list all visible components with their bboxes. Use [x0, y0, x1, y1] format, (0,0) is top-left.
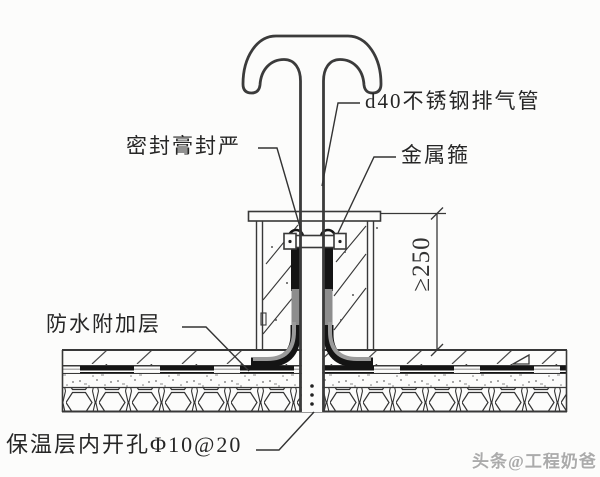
- curb-upstand: [247, 210, 382, 350]
- label-sealant: 密封膏封严: [126, 134, 241, 158]
- label-waterproof-layer: 防水附加层: [46, 312, 161, 336]
- clamp-bolt-right: [338, 239, 342, 244]
- wall-clip-detail: [260, 312, 267, 326]
- label-vent-pipe: d40不锈钢排气管: [365, 89, 541, 113]
- slope-triangle-symbol: [510, 353, 530, 365]
- leader-vent-pipe: [321, 102, 360, 187]
- leader-waterproof-layer: [182, 326, 250, 372]
- curb-coping-plate: [247, 210, 382, 222]
- leader-sealant: [258, 147, 303, 235]
- label-insulation-holes: 保温层内开孔Φ10@20: [6, 432, 243, 457]
- label-metal-hoop: 金属箍: [401, 143, 470, 167]
- leader-metal-hoop: [337, 156, 396, 234]
- vent-holes-dots: [310, 384, 314, 406]
- membrane-wrap: [251, 228, 373, 368]
- watermark-text: 头条@工程奶爸: [472, 452, 597, 471]
- dimension-text-250: ≥250: [408, 236, 435, 292]
- vent-pipe-and-cap: [241, 34, 383, 413]
- leader-insulation-holes: [256, 411, 315, 451]
- leader-lines: [182, 102, 396, 451]
- clamp-bolt-left: [288, 239, 292, 244]
- concrete-speckles: [271, 227, 378, 321]
- metal-hoop-clamp: [283, 232, 347, 250]
- dimension-250: [381, 207, 446, 357]
